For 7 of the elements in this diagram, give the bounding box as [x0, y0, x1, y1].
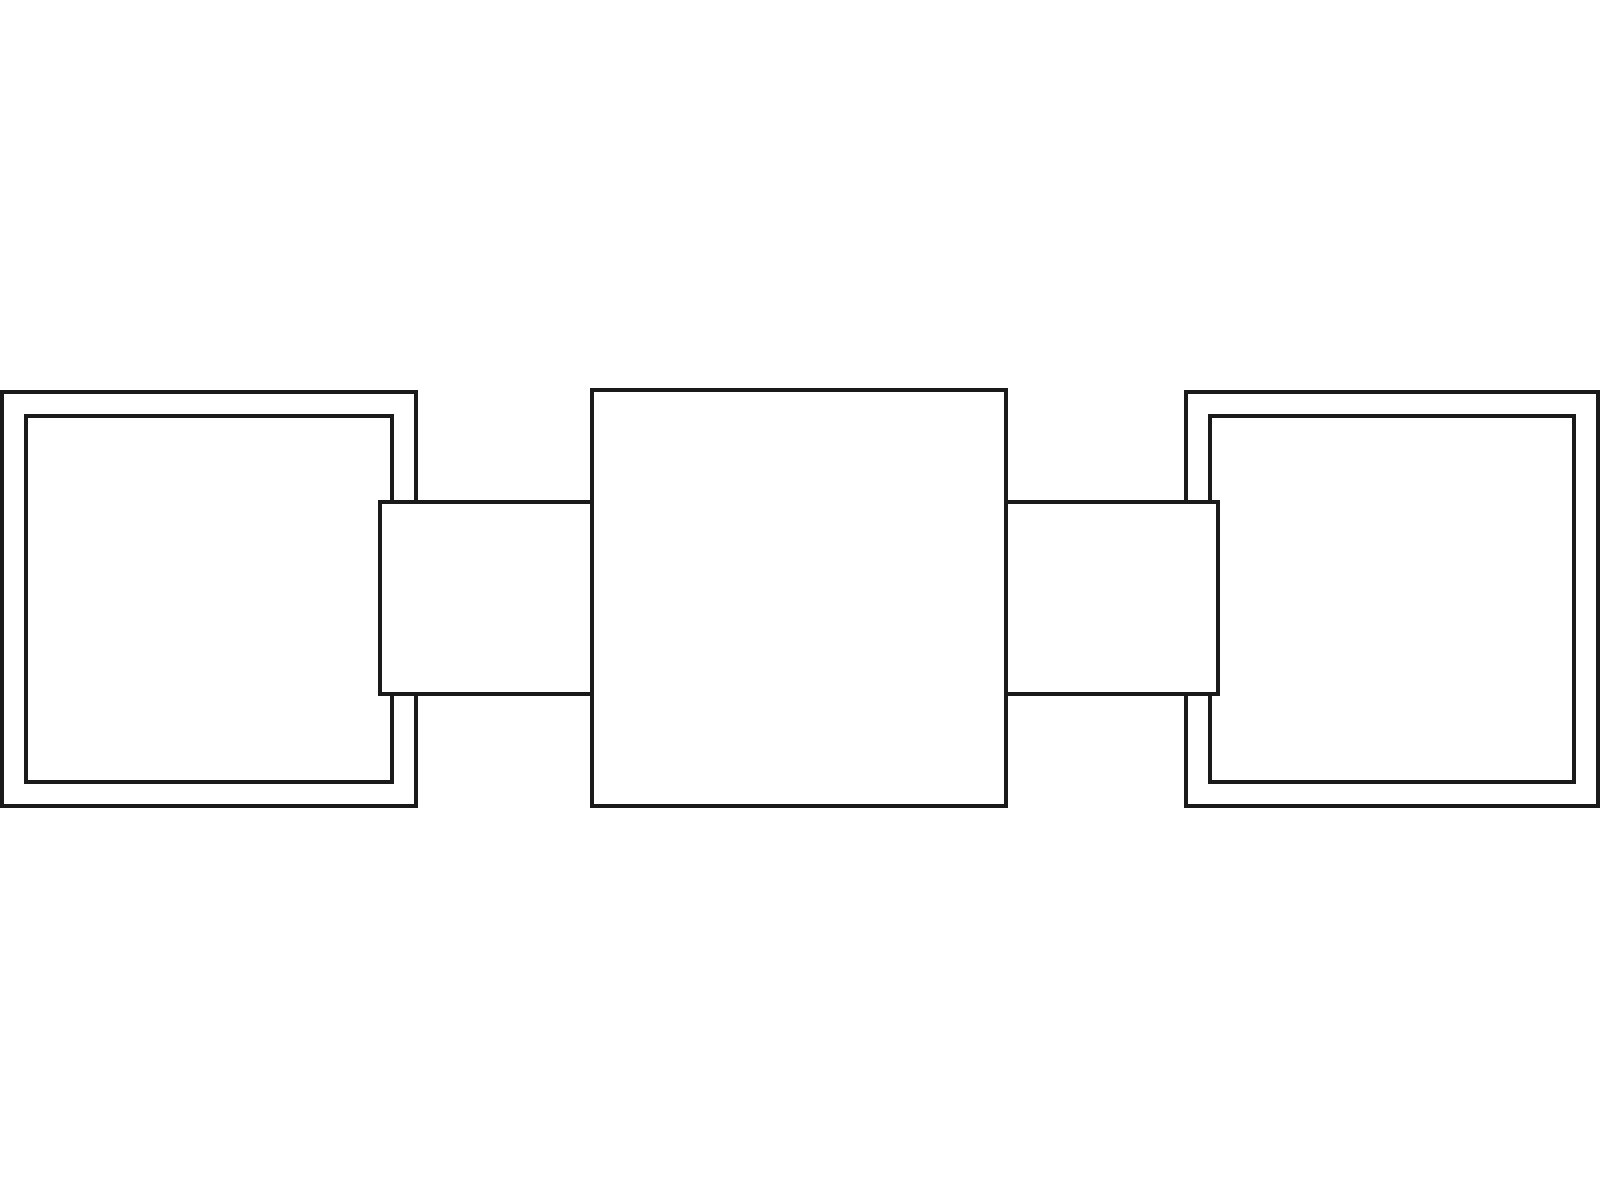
- box: [590, 388, 1008, 808]
- box: [0, 390, 418, 808]
- box: [378, 500, 594, 696]
- box: [1208, 414, 1576, 784]
- box: [1004, 500, 1220, 696]
- box: [24, 414, 394, 784]
- box: [1184, 390, 1600, 808]
